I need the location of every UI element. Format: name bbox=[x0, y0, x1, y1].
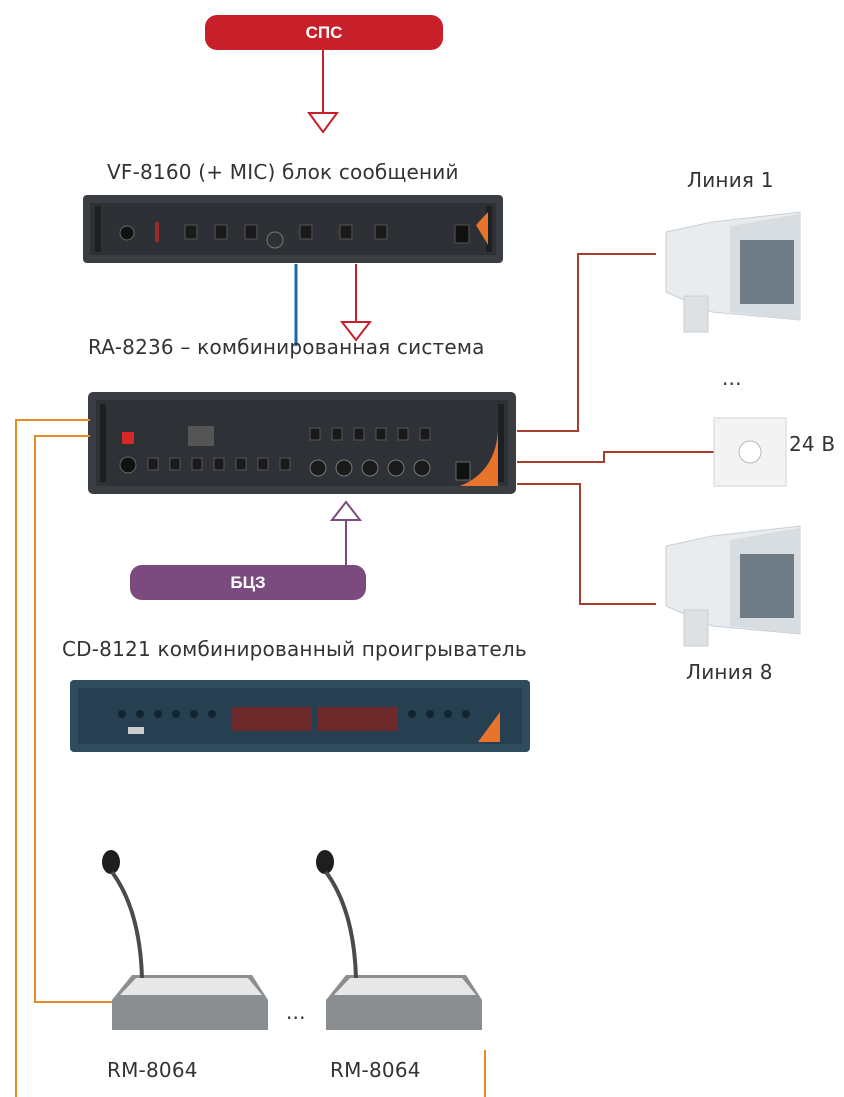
sps-arrow bbox=[307, 45, 339, 134]
speaker-lines bbox=[517, 253, 716, 605]
line8-label: Линия 8 bbox=[686, 660, 773, 684]
wall-speaker-24v bbox=[713, 417, 787, 487]
rm8064-station-2 bbox=[316, 850, 482, 1030]
sps-label: СПС bbox=[305, 22, 343, 42]
bcz-label: БЦЗ bbox=[230, 572, 266, 592]
cd8121-label: CD-8121 комбинированный проигрыватель bbox=[62, 637, 527, 661]
rm8064-label-2: RM-8064 bbox=[330, 1058, 421, 1082]
vf8160-device bbox=[83, 195, 503, 263]
bcz-badge: БЦЗ bbox=[130, 565, 366, 600]
rm8064-label-1: RM-8064 bbox=[107, 1058, 198, 1082]
sps-badge: СПС bbox=[205, 15, 443, 50]
rm8064-station-1 bbox=[102, 850, 268, 1030]
speakers-ellipsis: ... bbox=[722, 366, 742, 390]
horn-speaker-1 bbox=[665, 211, 801, 333]
cd8121-device bbox=[70, 680, 530, 752]
mic-lines bbox=[15, 419, 486, 1097]
ra8236-device bbox=[88, 392, 516, 494]
vf8160-label: VF-8160 (+ MIC) блок сообщений bbox=[107, 160, 459, 184]
line1-label: Линия 1 bbox=[687, 168, 774, 192]
horn-speaker-2 bbox=[665, 525, 801, 647]
mic-ellipsis: ... bbox=[286, 1000, 306, 1024]
vf-to-ra-arrow bbox=[339, 264, 373, 342]
ra8236-label: RA-8236 – комбинированная система bbox=[88, 335, 485, 359]
volt24-label: 24 В bbox=[789, 432, 836, 456]
bcz-arrow bbox=[329, 500, 363, 567]
